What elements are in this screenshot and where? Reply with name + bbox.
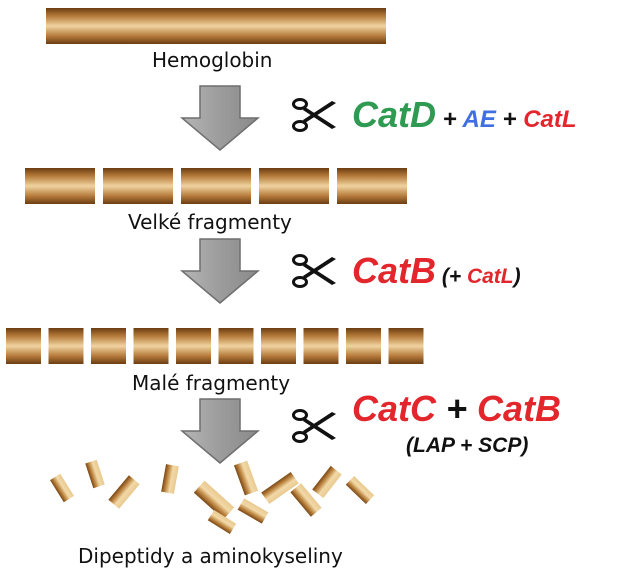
enzyme-token: CatL: [466, 265, 514, 288]
large-fragment: [103, 168, 173, 204]
dipeptide-piece: [290, 483, 322, 517]
dipeptide-piece: [207, 510, 237, 534]
small-fragment: [6, 328, 41, 364]
enzyme-token: CatB: [352, 250, 437, 291]
final-products-label: Dipeptidy a aminokyseliny: [78, 544, 343, 568]
small-fragment: [218, 328, 254, 364]
large-fragment: [259, 168, 329, 204]
enzyme-token: ): [513, 265, 521, 288]
dipeptide-piece: [237, 498, 269, 524]
small-fragment: [133, 328, 169, 364]
small-fragment: [303, 328, 339, 364]
hemoglobin-bar: [46, 8, 386, 44]
enzyme-token: (+: [436, 265, 467, 288]
dipeptide-piece: [345, 475, 375, 505]
small-fragment: [346, 328, 381, 364]
enzyme-token: AE: [462, 106, 496, 133]
small-fragment: [261, 328, 296, 364]
enzyme-token: +: [436, 106, 463, 133]
small-fragment: [388, 328, 424, 364]
scissors-icon: [292, 98, 336, 132]
hemoglobin-label: Hemoglobin: [152, 48, 273, 72]
dipeptide-piece: [193, 480, 235, 520]
enzyme-token: CatC: [352, 388, 437, 429]
large-fragment: [181, 168, 251, 204]
small-fragments: [6, 328, 424, 364]
large-fragment: [25, 168, 95, 204]
large-fragments: [25, 168, 407, 204]
dipeptide-piece: [50, 473, 74, 503]
scissors-icon: [292, 254, 336, 288]
small-fragments-label: Malé fragmenty: [132, 371, 291, 395]
dipeptide-piece: [85, 459, 105, 489]
large-fragment: [337, 168, 407, 204]
dipeptide-piece: [261, 471, 299, 505]
down-arrow-3: [179, 398, 261, 464]
small-fragment: [48, 328, 84, 364]
step-3-secondary-enzymes: (LAP + SCP): [406, 434, 529, 457]
small-fragment: [91, 328, 126, 364]
large-fragments-label: Velké fragmenty: [128, 210, 292, 234]
small-fragment: [176, 328, 211, 364]
enzyme-token: CatD: [352, 94, 437, 135]
step-2-enzymes: CatB (+ CatL): [352, 250, 521, 292]
dipeptide-piece: [161, 464, 179, 494]
down-arrow-1: [179, 85, 261, 151]
step-3-enzymes: CatC + CatB: [352, 388, 561, 430]
enzyme-token: CatB: [477, 388, 562, 429]
dipeptide-piece: [312, 465, 342, 499]
down-arrow-2: [179, 238, 261, 304]
dipeptide-pieces: [50, 459, 375, 534]
step-1-enzymes: CatD + AE + CatL: [352, 94, 577, 136]
dipeptide-piece: [108, 475, 140, 509]
enzyme-token: +: [495, 106, 524, 133]
dipeptide-piece: [233, 460, 259, 496]
enzyme-token: CatL: [523, 106, 577, 133]
scissors-icon: [292, 409, 336, 443]
enzyme-token: +: [436, 388, 478, 429]
